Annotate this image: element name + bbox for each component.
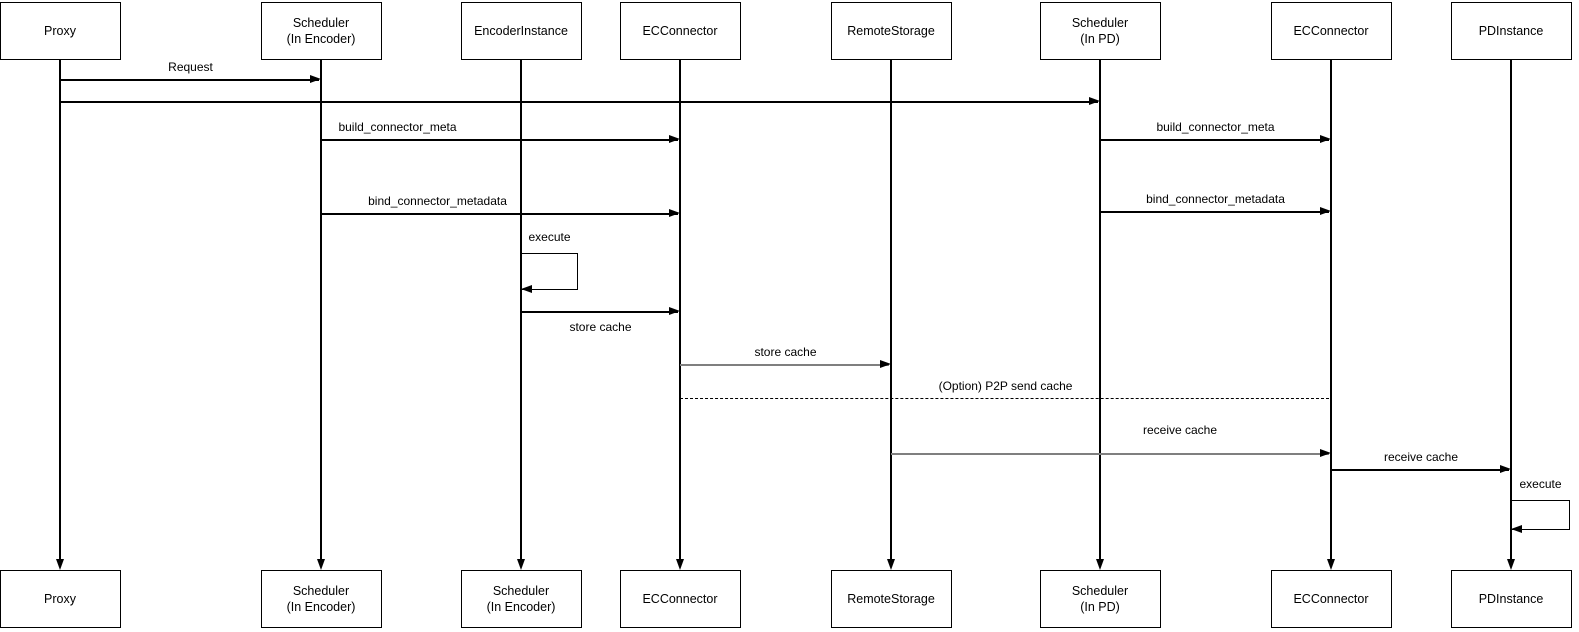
message-store-cache-encoder-line — [521, 311, 678, 313]
actor-bottom-encoder-instance: Scheduler (In Encoder) — [460, 570, 582, 628]
actor-bottom-pd-instance: PDInstance — [1450, 570, 1572, 628]
message-bind-connector-metadata-encoder-arrowhead-icon — [669, 209, 680, 217]
lifeline-scheduler-in-pd-arrowhead-icon — [1095, 559, 1104, 570]
message-store-cache-remote-line — [680, 364, 889, 366]
message-receive-cache-remote-arrowhead-icon — [1320, 449, 1331, 457]
lifeline-remote-storage-arrowhead-icon — [886, 559, 895, 570]
message-request-label: Request — [168, 60, 213, 74]
lifeline-proxy — [59, 60, 61, 560]
actor-bottom-scheduler-in-encoder: Scheduler (In Encoder) — [260, 570, 382, 628]
actor-top-ec-connector-label: ECConnector — [642, 24, 718, 38]
actor-top-ec-connector-2-label: ECConnector — [1293, 24, 1369, 38]
actor-bottom-ec-connector: ECConnector — [619, 570, 741, 628]
actor-top-scheduler-in-pd: Scheduler (In PD) — [1039, 2, 1161, 60]
message-build-connector-meta-pd-label: build_connector_meta — [1156, 120, 1275, 134]
actor-bottom-encoder-instance-label: Scheduler (In Encoder) — [486, 584, 556, 614]
message-receive-cache-pd-label: receive cache — [1383, 450, 1459, 464]
lifeline-scheduler-in-encoder — [320, 60, 322, 560]
lifeline-ec-connector-arrowhead-icon — [675, 559, 684, 570]
message-execute-encoder-arrowhead-icon — [521, 284, 532, 293]
actor-bottom-pd-instance-label: PDInstance — [1478, 592, 1544, 606]
message-receive-cache-pd-arrowhead-icon — [1500, 465, 1511, 473]
actor-top-scheduler-in-pd-label: Scheduler (In PD) — [1071, 16, 1129, 46]
actor-bottom-ec-connector-2: ECConnector — [1270, 570, 1392, 628]
message-execute-pd-loop — [1511, 500, 1570, 530]
lifeline-remote-storage — [890, 60, 892, 560]
actor-bottom-remote-storage: RemoteStorage — [830, 570, 952, 628]
message-build-connector-meta-pd-arrowhead-icon — [1320, 135, 1331, 143]
actor-bottom-proxy: Proxy — [0, 570, 121, 628]
message-request-arrowhead-icon — [310, 75, 321, 83]
lifeline-encoder-instance-arrowhead-icon — [516, 559, 525, 570]
message-proxy-to-scheduler-pd-line — [60, 101, 1098, 103]
message-execute-encoder-label: execute — [528, 230, 571, 244]
message-execute-pd-label: execute — [1519, 477, 1562, 491]
message-p2p-send-cache-line — [680, 398, 1329, 400]
message-request-line — [60, 79, 319, 81]
actor-top-pd-instance: PDInstance — [1450, 2, 1572, 60]
message-store-cache-remote-label: store cache — [754, 345, 817, 359]
message-bind-connector-metadata-pd-arrowhead-icon — [1320, 207, 1331, 215]
message-build-connector-meta-pd-line — [1100, 139, 1329, 141]
message-receive-cache-remote-line — [891, 453, 1329, 455]
actor-bottom-remote-storage-label: RemoteStorage — [847, 592, 935, 606]
actor-top-proxy: Proxy — [0, 2, 121, 60]
actor-bottom-ec-connector-2-label: ECConnector — [1293, 592, 1369, 606]
actor-top-encoder-instance: EncoderInstance — [460, 2, 582, 60]
actor-bottom-proxy-label: Proxy — [44, 592, 76, 606]
actor-top-ec-connector: ECConnector — [619, 2, 741, 60]
lifeline-scheduler-in-encoder-arrowhead-icon — [316, 559, 325, 570]
message-store-cache-remote-arrowhead-icon — [880, 360, 891, 368]
message-bind-connector-metadata-pd-line — [1100, 211, 1329, 213]
actor-bottom-ec-connector-label: ECConnector — [642, 592, 718, 606]
actor-top-pd-instance-label: PDInstance — [1478, 24, 1544, 38]
message-store-cache-encoder-label: store cache — [569, 320, 632, 334]
message-build-connector-meta-encoder-arrowhead-icon — [669, 135, 680, 143]
actor-top-scheduler-in-encoder: Scheduler (In Encoder) — [260, 2, 382, 60]
message-execute-encoder-loop — [521, 253, 578, 290]
message-proxy-to-scheduler-pd-arrowhead-icon — [1089, 97, 1100, 105]
lifeline-pd-instance — [1510, 60, 1512, 560]
message-bind-connector-metadata-encoder-label: bind_connector_metadata — [368, 194, 507, 208]
message-bind-connector-metadata-pd-label: bind_connector_metadata — [1146, 192, 1285, 206]
message-receive-cache-pd-line — [1331, 469, 1509, 471]
lifeline-scheduler-in-pd — [1099, 60, 1101, 560]
actor-top-proxy-label: Proxy — [44, 24, 76, 38]
actor-top-encoder-instance-label: EncoderInstance — [474, 24, 568, 38]
message-build-connector-meta-encoder-line — [321, 139, 678, 141]
actor-top-scheduler-in-encoder-label: Scheduler (In Encoder) — [286, 16, 356, 46]
message-execute-pd-arrowhead-icon — [1511, 524, 1522, 533]
message-build-connector-meta-encoder-label: build_connector_meta — [338, 120, 457, 134]
lifeline-pd-instance-arrowhead-icon — [1506, 559, 1515, 570]
message-store-cache-encoder-arrowhead-icon — [669, 307, 680, 315]
message-p2p-send-cache-label: (Option) P2P send cache — [938, 379, 1073, 393]
message-receive-cache-remote-label: receive cache — [1142, 423, 1218, 437]
lifeline-proxy-arrowhead-icon — [55, 559, 64, 570]
actor-bottom-scheduler-in-encoder-label: Scheduler (In Encoder) — [286, 584, 356, 614]
actor-top-ec-connector-2: ECConnector — [1270, 2, 1392, 60]
lifeline-ec-connector-2 — [1330, 60, 1332, 560]
actor-top-remote-storage: RemoteStorage — [830, 2, 952, 60]
actor-bottom-scheduler-in-pd-label: Scheduler (In PD) — [1071, 584, 1129, 614]
lifeline-encoder-instance — [520, 60, 522, 560]
actor-bottom-scheduler-in-pd: Scheduler (In PD) — [1039, 570, 1161, 628]
actor-top-remote-storage-label: RemoteStorage — [847, 24, 935, 38]
lifeline-ec-connector-2-arrowhead-icon — [1326, 559, 1335, 570]
message-bind-connector-metadata-encoder-line — [321, 213, 678, 215]
